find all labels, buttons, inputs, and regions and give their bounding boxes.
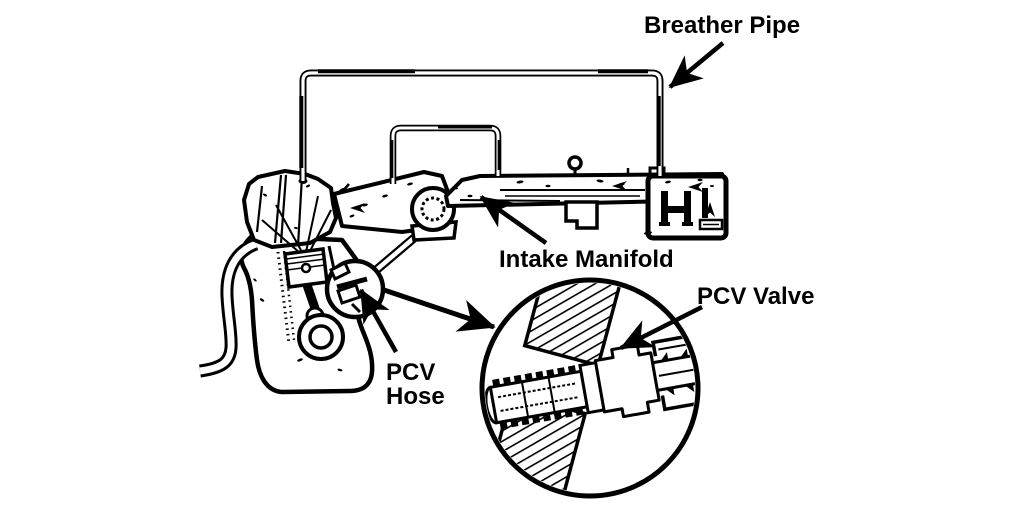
valve-stems bbox=[261, 195, 332, 254]
valve-cover bbox=[242, 169, 338, 249]
cylinder-wall-left bbox=[276, 251, 291, 345]
labels: Breather Pipe Intake Manifold PCV Hose P… bbox=[359, 12, 814, 410]
throttle-boss bbox=[410, 186, 456, 232]
flow-arrow-left-3 bbox=[350, 203, 365, 213]
thread-teeth bbox=[492, 365, 584, 430]
stem-bore-line bbox=[658, 367, 695, 377]
pcv-valve-arrow bbox=[619, 304, 704, 351]
crank-journal bbox=[308, 324, 334, 350]
block-specks bbox=[253, 184, 343, 372]
inner-loop-shading bbox=[389, 124, 502, 178]
hose-cutaway-bottom bbox=[660, 395, 695, 412]
small-valve-top bbox=[329, 260, 351, 282]
intake-manifold bbox=[332, 155, 729, 242]
runner-knob bbox=[567, 155, 583, 171]
barbs bbox=[660, 348, 695, 396]
thread-knurl-lines bbox=[498, 376, 580, 418]
breather-pipe-label: Breather Pipe bbox=[644, 12, 800, 39]
end-box-internal-walls bbox=[659, 188, 708, 226]
pcv-valve-location-circle bbox=[324, 258, 386, 320]
valve-body bbox=[593, 343, 661, 419]
runner-hanging-bracket bbox=[564, 200, 599, 230]
breather-pipe bbox=[298, 69, 664, 184]
crankcase-hose-core bbox=[199, 240, 258, 375]
cylinder-wall-left2 bbox=[282, 250, 296, 341]
pcv-valve-label: PCV Valve bbox=[697, 283, 814, 310]
pcv-hose-arrow bbox=[359, 288, 398, 354]
throttle-boss-bore bbox=[420, 196, 446, 222]
wrist-pin bbox=[300, 262, 312, 274]
pcv-hose-label: PCV Hose bbox=[386, 359, 445, 410]
pcv-hose-label-line1: PCV bbox=[386, 359, 435, 386]
flow-arrow-left-2 bbox=[688, 182, 703, 192]
breather-pipe-shading bbox=[299, 69, 661, 168]
breather-pipe-outer-core bbox=[301, 71, 662, 181]
surface-specks bbox=[349, 178, 714, 235]
inset-pointer-arrow bbox=[383, 287, 496, 332]
small-valve-body bbox=[336, 283, 362, 305]
breather-pipe-arrow bbox=[668, 41, 725, 89]
intake-manifold-arrow bbox=[479, 195, 548, 245]
intake-manifold-label: Intake Manifold bbox=[499, 246, 674, 273]
small-valve-stem bbox=[350, 302, 362, 314]
small-valve-bar bbox=[336, 276, 368, 290]
pcv-hose-label-line2: Hose bbox=[386, 383, 445, 410]
flow-arrow-up bbox=[705, 202, 715, 217]
